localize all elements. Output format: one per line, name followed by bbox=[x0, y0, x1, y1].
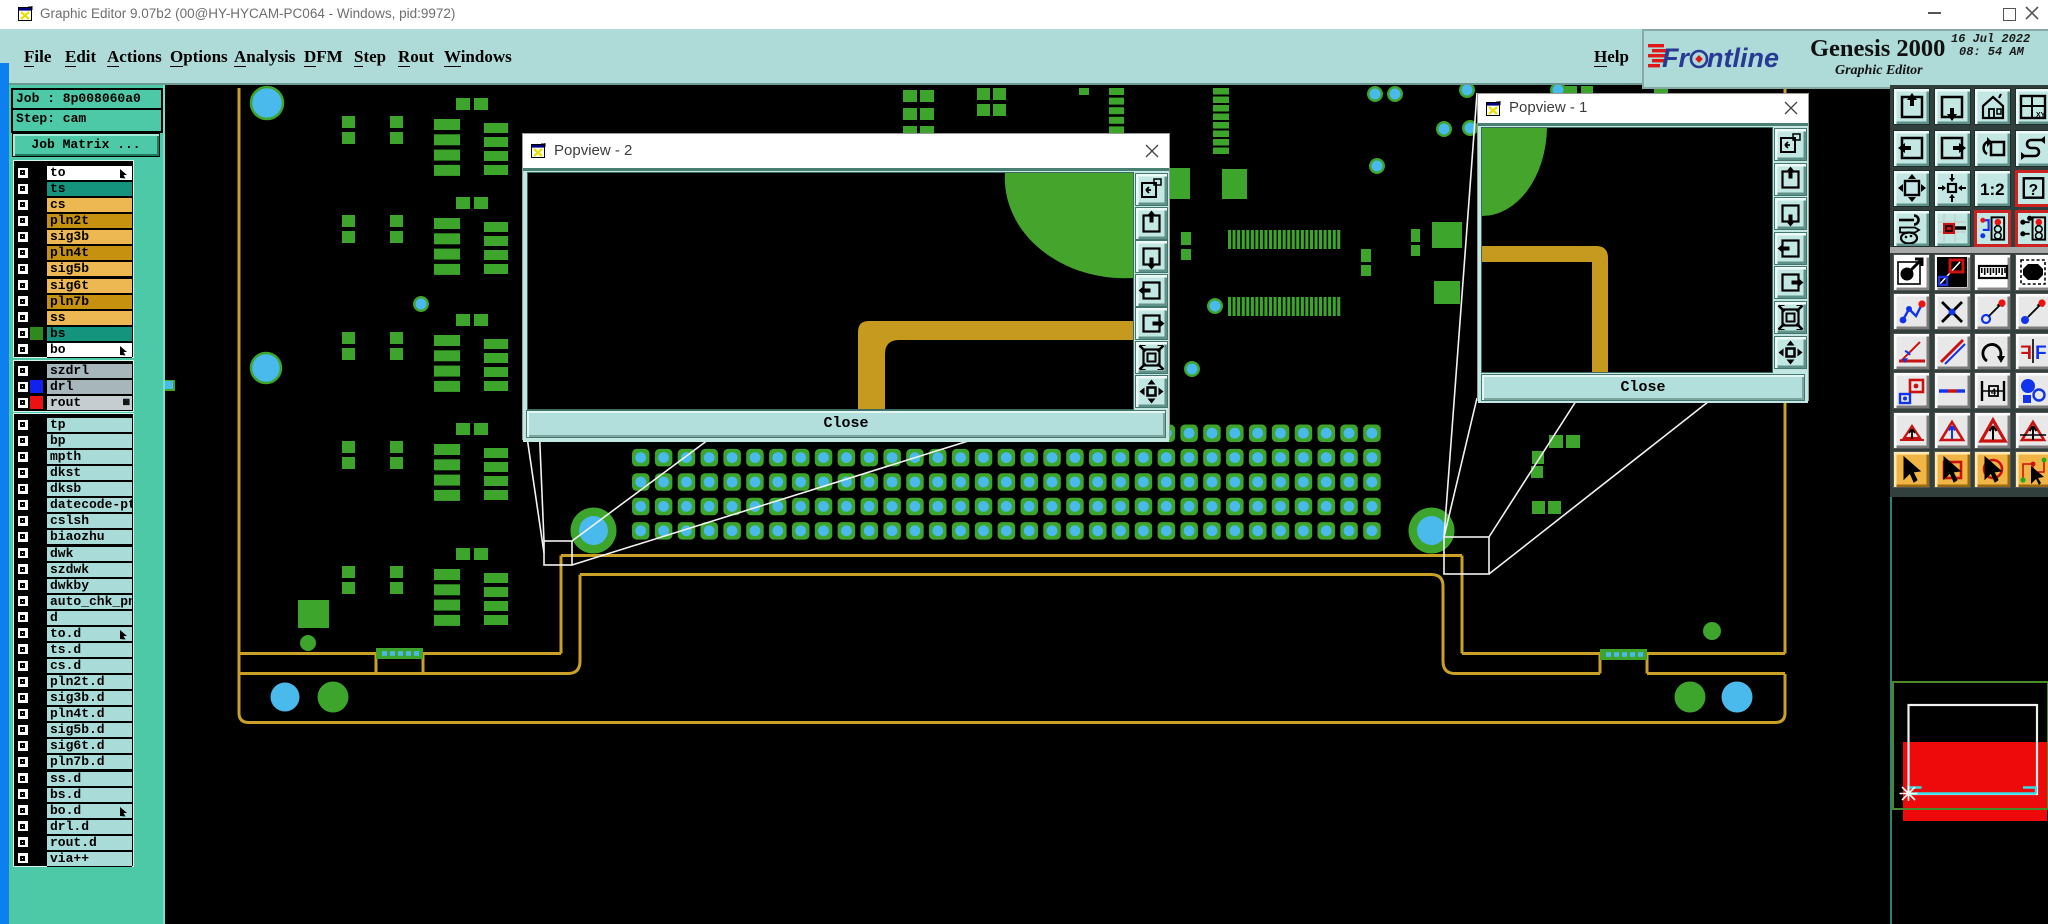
svg-text:F: F bbox=[2020, 343, 2032, 364]
svg-text:F: F bbox=[2035, 343, 2047, 364]
svg-text:Fr: Fr bbox=[1662, 43, 1690, 73]
svg-text:XY: XY bbox=[2036, 112, 2046, 119]
svg-text:1:2: 1:2 bbox=[1980, 180, 2005, 199]
svg-text:?: ? bbox=[2028, 182, 2037, 199]
svg-text:4: 4 bbox=[1991, 387, 1996, 397]
svg-text:ntline: ntline bbox=[1707, 43, 1779, 73]
